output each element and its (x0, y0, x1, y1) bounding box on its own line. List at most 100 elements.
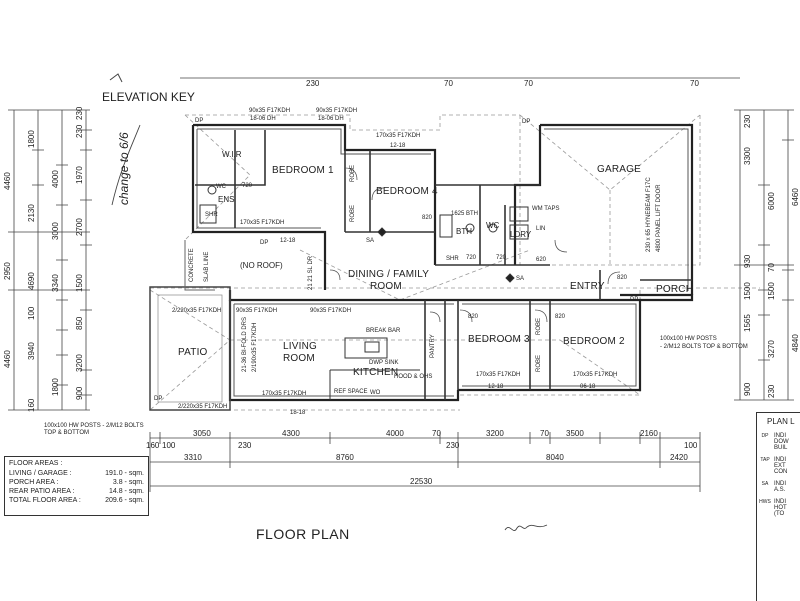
label-window-2: 90x35 F17KDH (316, 108, 358, 114)
room-bedroom-1: BEDROOM 1 (272, 165, 334, 176)
dim-l-mid-8: 160 (27, 398, 36, 412)
dim-r-in-3: 70 (767, 263, 776, 272)
door-820-3: 820 (555, 314, 566, 320)
elevation-key-title: ELEVATION KEY (102, 90, 195, 104)
dim-l-in-2: 1970 (75, 166, 84, 184)
dim-r-in-2: 1500 (767, 282, 776, 300)
dim-l-mid-2: 2130 (27, 204, 36, 222)
legend-text: INDI A.S. (774, 481, 786, 493)
legend-text: INDI DOW BUIL (774, 433, 789, 451)
label-panel-lift-door: 4800 PANEL LIFT DOOR (656, 184, 662, 252)
floor-area-row: REAR PATIO AREA : 14.8 - sqm. (9, 487, 144, 496)
label-window-living: 90x35 F17KDH (236, 308, 278, 314)
label-dh-b3: 12-18 (488, 384, 504, 390)
label-window-dining: 90x35 F17KDH (310, 308, 352, 314)
label-lintel-bifold: 2/190x35 F17KDH (252, 322, 258, 372)
dim-l-mid-10: 1800 (51, 378, 60, 396)
legend-symbol: SA (761, 481, 769, 487)
dim-l-in-7: 900 (75, 386, 84, 400)
dim-l-mid-7: 100 (27, 306, 36, 320)
dim-l-in-4: 1500 (75, 274, 84, 292)
floor-areas-heading: FLOOR AREAS : (9, 460, 63, 467)
dim-r-outer-1: 6460 (791, 188, 800, 206)
dim-b2-3: 8040 (546, 453, 564, 462)
label-shr-1: SHR (205, 212, 218, 218)
label-sl-dr: 21 21 SL DR (308, 255, 314, 290)
floor-area-row: TOTAL FLOOR AREA :209.6 - sqm. (9, 496, 144, 505)
dim-r-mid-2: 6000 (767, 192, 776, 210)
label-ref-space: REF SPACE (334, 389, 368, 395)
dim-l-in-5: 850 (75, 316, 84, 330)
dim-b1-1: 3050 (193, 429, 211, 438)
label-lintel-patio-top: 2/220x35 F17KDH (172, 308, 222, 314)
legend-symbol: TAP (760, 457, 770, 463)
floor-area-value: 191.0 - sqm. (105, 470, 144, 477)
floor-area-row: LIVING / GARAGE :191.0 - sqm. (9, 469, 144, 478)
dim-b1-5: 3500 (566, 429, 584, 438)
sa-2: SA (516, 276, 525, 282)
dim-top-1: 230 (306, 79, 320, 88)
dim-b1-7: 100 (162, 441, 176, 450)
dim-l-mid-3: 4000 (51, 170, 60, 188)
label-posts-right-2: - 2/M12 BOLTS TOP & BOTTOM (660, 344, 748, 350)
dim-l-mid-9: 3940 (27, 342, 36, 360)
dp-5: DP (630, 297, 639, 303)
floor-area-row: PORCH AREA :3.8 - sqm. (9, 478, 144, 487)
door-720-2: 720 (466, 255, 477, 261)
label-hood-ohs: HOOD & OHS (394, 374, 433, 380)
room-wc: WC (486, 221, 500, 230)
floor-area-value: 14.8 - sqm. (108, 488, 144, 495)
door-820-2: 820 (468, 314, 479, 320)
plan-legend-title: PLAN L (767, 417, 795, 426)
label-bth-lintel: 1625 BTH (451, 211, 479, 217)
label-linen: LIN (536, 226, 546, 232)
label-break-bar: BREAK BAR (366, 328, 401, 334)
dim-r-mid-6: 3270 (767, 340, 776, 358)
handwritten-note: change to 6/6 (117, 132, 131, 205)
room-bedroom-2: BEDROOM 2 (563, 336, 625, 347)
room-dining-family: DINING / FAMILY (348, 269, 430, 280)
room-pantry: PANTRY (430, 334, 436, 358)
dp-1: DP (195, 118, 204, 124)
label-lintel-b4: 170x35 F17KDH (376, 133, 421, 139)
dim-r-mid-3: 930 (743, 254, 752, 268)
label-dh-b1: 12-18 (280, 238, 296, 244)
dim-r-mid-7: 900 (743, 382, 752, 396)
dim-b1-3: 4000 (386, 429, 404, 438)
dim-l-in-1: 230 (75, 124, 84, 138)
room-wir: W.I.R (222, 150, 242, 159)
door-620: 620 (536, 257, 547, 263)
dim-b1-8: 230 (238, 441, 252, 450)
floor-area-label: REAR PATIO AREA : (9, 488, 75, 495)
door-820-4: 820 (617, 275, 628, 281)
dim-r-outer-2: 4840 (791, 334, 800, 352)
room-ldry: LDRY (510, 230, 532, 239)
label-dh-1: 18-06 DH (250, 116, 276, 122)
room-robe-2: ROBE (536, 354, 542, 372)
dim-r-mid-4: 1500 (743, 282, 752, 300)
legend-symbol: HWS (759, 499, 771, 505)
label-posts-left: 100x100 HW POSTS - 2/M12 BOLTS TOP & BOT… (44, 423, 144, 436)
legend-text: INDI HOT (TO (774, 499, 787, 517)
label-dh-living: 18-18 (290, 410, 306, 416)
dim-b2-1: 3310 (184, 453, 202, 462)
label-bifold: 21-36 BI-FOLD DRS (242, 316, 248, 372)
dim-r-in-4: 230 (767, 384, 776, 398)
label-window-1: 90x35 F17KDH (249, 108, 291, 114)
dim-l-in-8: 230 (75, 106, 84, 120)
room-garage: GARAGE (597, 164, 641, 175)
room-patio: PATIO (178, 347, 208, 358)
room-living: LIVING (283, 341, 317, 352)
label-posts-right-1: 100x100 HW POSTS (660, 336, 717, 342)
room-bedroom-3: BEDROOM 3 (468, 334, 530, 345)
dim-b1-13: 160 (146, 441, 160, 450)
room-robe-4: ROBE (350, 204, 356, 222)
floor-area-value: 3.8 - sqm. (112, 479, 144, 486)
dim-b1-4: 3200 (486, 429, 504, 438)
label-lintel-living: 170x35 F17KDH (262, 391, 307, 397)
dim-top-2: 70 (444, 79, 453, 88)
dim-b1-9: 230 (446, 441, 460, 450)
label-hynebeam: 230 x 65 HYNEBEAM F17C (646, 177, 652, 252)
label-dwp-sink: DWP SINK (369, 360, 399, 366)
